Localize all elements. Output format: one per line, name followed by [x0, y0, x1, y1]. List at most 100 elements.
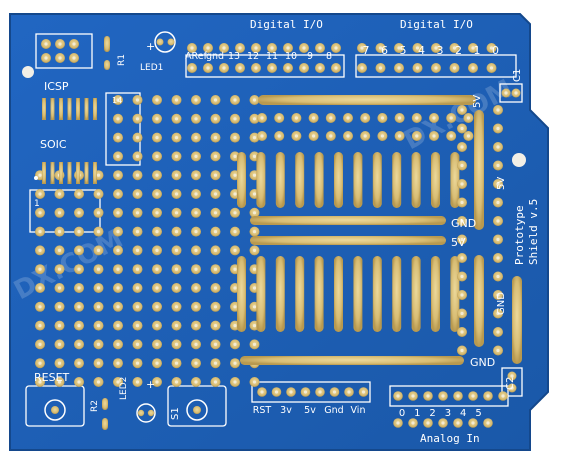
pad-hole: [496, 126, 500, 131]
pad-hole: [294, 116, 298, 120]
pad-hole: [460, 311, 464, 316]
pad-hole: [233, 342, 237, 346]
pad-hole: [174, 154, 179, 158]
pin-label: 3v: [280, 405, 292, 416]
pad-hole: [329, 116, 333, 120]
soic-pad: [84, 162, 89, 184]
pad-hole: [254, 66, 258, 70]
pad-hole: [135, 154, 140, 158]
soic-pad: [84, 98, 89, 120]
pad-hole: [363, 116, 367, 120]
pad-hole: [155, 324, 159, 328]
pad-hole: [260, 390, 264, 394]
pad-hole: [213, 324, 218, 328]
pad-hole: [194, 361, 198, 365]
pin-label: 6: [381, 44, 388, 57]
led1-footprint: [104, 31, 176, 70]
pad-hole: [174, 267, 179, 271]
pad-hole: [77, 342, 81, 346]
analog-in-label: Analog In: [420, 432, 480, 445]
pad-hole: [96, 248, 101, 252]
pad-hole: [58, 42, 62, 46]
copper-strip: [474, 255, 484, 347]
pad-hole: [174, 286, 179, 290]
pad-hole: [194, 98, 198, 102]
pad-hole: [378, 46, 383, 50]
s1-label: S1: [170, 407, 181, 420]
soic-pin1-label: 1: [34, 199, 40, 209]
pad-hole: [434, 46, 438, 50]
pushbutton-icon: [44, 399, 66, 421]
pad-hole: [252, 117, 257, 121]
pad-hole: [155, 267, 159, 271]
pad-hole: [194, 342, 198, 346]
pin-label: 10: [285, 51, 297, 62]
pad-hole: [496, 256, 500, 260]
pad-hole: [274, 390, 279, 394]
pad-hole: [303, 390, 308, 394]
pad-hole: [135, 324, 140, 328]
pad-hole: [460, 163, 464, 168]
pad-hole: [77, 192, 81, 196]
pad-hole: [252, 324, 257, 328]
pin-label: 12: [247, 51, 259, 62]
pad-hole: [38, 267, 42, 271]
copper-strip: [353, 256, 363, 332]
led1-plus: +: [146, 40, 155, 53]
pad-hole: [135, 361, 140, 365]
pad-hole: [194, 286, 198, 290]
pad-hole: [415, 66, 420, 70]
pin-label: 3: [445, 408, 451, 419]
pad-hole: [252, 154, 257, 158]
pad-hole: [233, 136, 237, 140]
pad-hole: [77, 361, 81, 365]
five-v-mid-label: 5V: [451, 236, 466, 249]
pad-hole: [213, 117, 218, 121]
pad-hole: [334, 66, 338, 70]
pad-hole: [174, 211, 179, 215]
pad-hole: [460, 219, 464, 223]
pad-hole: [252, 286, 257, 290]
pad-hole: [496, 163, 500, 168]
pad-hole: [116, 380, 120, 384]
soic-pad: [50, 162, 55, 184]
pad-hole: [238, 66, 242, 70]
pad-hole: [466, 116, 470, 120]
gnd-bottom-label: GND: [470, 356, 495, 369]
copper-strip: [431, 256, 440, 332]
copper-strip: [392, 256, 402, 332]
pad-hole: [456, 421, 460, 425]
pad-hole: [254, 46, 258, 50]
pad-hole: [77, 248, 81, 252]
pad-hole: [116, 154, 120, 158]
pad-hole: [174, 98, 179, 102]
pad-hole: [496, 219, 500, 223]
pad-hole: [155, 154, 159, 158]
copper-strip: [250, 216, 446, 225]
pad-hole: [510, 386, 514, 390]
copper-strip: [256, 152, 266, 208]
pad-hole: [347, 390, 351, 394]
pad-hole: [96, 380, 101, 384]
soic-pad: [76, 98, 80, 120]
pad-hole: [449, 134, 453, 138]
pad-hole: [456, 394, 460, 398]
pad-hole: [396, 394, 400, 398]
pad-hole: [155, 98, 159, 102]
board-title-line2: Shield v.5: [527, 199, 540, 265]
pad-hole: [318, 46, 322, 50]
pad-hole: [96, 342, 101, 346]
pad-hole: [194, 173, 198, 177]
pad-hole: [289, 390, 293, 394]
copper-strip: [240, 356, 464, 365]
pin-label: 2: [429, 408, 435, 419]
pad-hole: [460, 200, 464, 205]
pad-hole: [432, 134, 436, 138]
soic-footprint: [34, 98, 97, 184]
pad-hole: [174, 192, 179, 196]
pad-hole: [194, 230, 198, 234]
pad-hole: [135, 98, 140, 102]
pin-label: 1: [414, 408, 420, 419]
pad-hole: [194, 305, 198, 309]
